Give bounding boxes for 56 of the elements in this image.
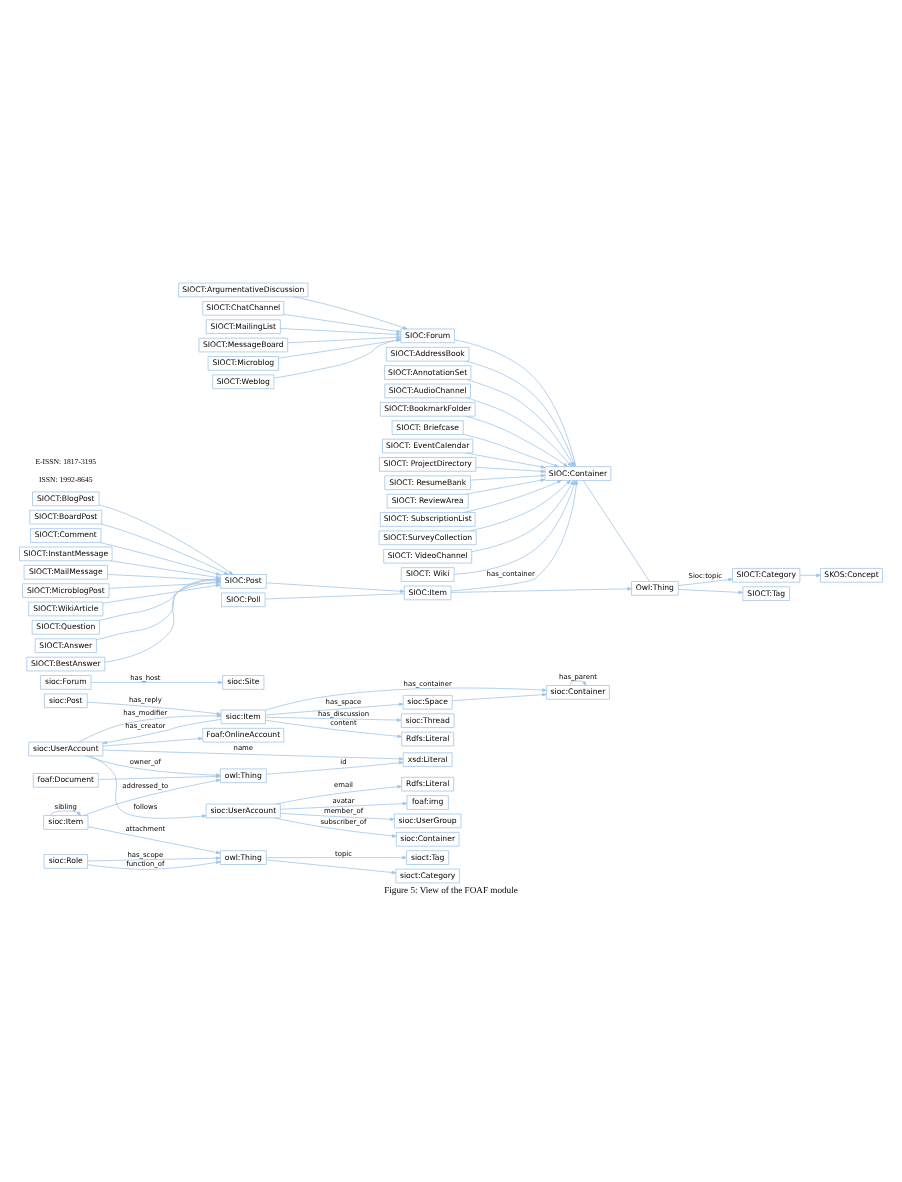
arrow	[287, 335, 402, 344]
arrow	[462, 433, 559, 468]
arrow	[265, 702, 404, 716]
connector	[265, 593, 405, 600]
arrow	[265, 716, 402, 722]
arrow	[89, 755, 207, 819]
arrow	[278, 338, 402, 359]
arrow	[450, 480, 579, 592]
connector	[583, 480, 650, 582]
arrow	[50, 810, 82, 816]
arrow	[469, 480, 571, 532]
arrow	[678, 577, 733, 586]
arrow	[678, 589, 744, 595]
arrow	[98, 542, 221, 576]
arrow	[100, 523, 229, 575]
arrow	[266, 855, 407, 860]
arrow	[475, 466, 546, 474]
arrow	[102, 749, 404, 761]
arrow	[465, 478, 546, 495]
arrow	[83, 778, 221, 816]
arrow	[98, 504, 234, 575]
arrow	[451, 692, 547, 702]
arrow	[87, 860, 221, 870]
arrow	[465, 397, 572, 467]
arrow	[78, 714, 222, 743]
arrow	[266, 582, 405, 593]
arrow	[87, 826, 221, 855]
arrow	[275, 785, 402, 805]
arrow	[266, 859, 397, 875]
arrow	[470, 474, 546, 481]
connector	[454, 339, 577, 467]
arrow	[102, 736, 203, 747]
arrow	[87, 856, 221, 862]
arrow	[91, 680, 223, 685]
arrow	[280, 812, 395, 821]
arrow	[280, 801, 408, 810]
arrow	[102, 719, 222, 745]
arrow	[465, 452, 546, 469]
arrow	[265, 719, 402, 738]
arrow	[274, 817, 397, 838]
arrow	[569, 680, 587, 686]
arrow	[273, 338, 402, 379]
arrow	[283, 313, 401, 334]
arrow	[450, 587, 632, 593]
arrow	[799, 573, 821, 578]
arrow	[292, 296, 408, 330]
arrow	[465, 360, 576, 467]
arrow	[86, 701, 222, 716]
arrow	[453, 480, 576, 575]
arrow	[463, 480, 562, 513]
arrow	[471, 480, 574, 552]
arrow	[280, 328, 402, 337]
arrow	[266, 761, 404, 775]
arrow	[465, 415, 568, 467]
arrow	[265, 687, 547, 711]
arrow	[466, 379, 575, 467]
